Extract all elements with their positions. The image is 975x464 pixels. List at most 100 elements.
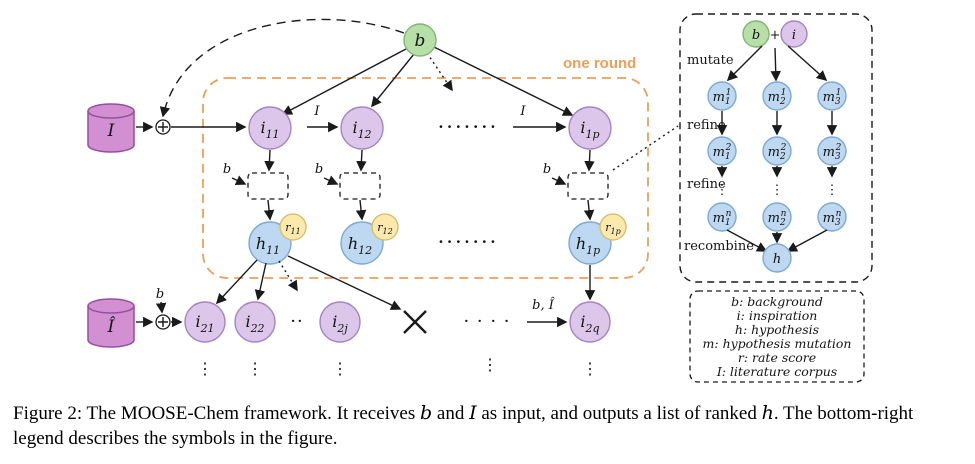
node-m3-1-label: m31 (823, 88, 842, 107)
node-m3-2-circle (817, 136, 847, 166)
caption-var-h: h (761, 402, 774, 424)
node-i2q-label: i2q (580, 312, 599, 335)
arrow-h11-to-i21 (215, 259, 258, 305)
node-h1p: r1p h1p (568, 213, 627, 265)
vdots-i2j: ⋮ (332, 359, 348, 378)
node-i22-label: i22 (245, 312, 264, 335)
row2-ellipsis: · · · · (463, 311, 510, 332)
node-m2-2-circle (762, 136, 792, 166)
detail-i-label: i (792, 28, 796, 43)
arrow-bi-to-m2 (770, 47, 781, 82)
legend-item-m: m: hypothesis mutation (703, 336, 852, 351)
node-r11-circle (279, 213, 307, 241)
node-i22-circle (234, 301, 276, 343)
node-m1-2-circle (707, 136, 737, 166)
detail-b-node: b (742, 20, 770, 48)
node-m2-1-label: m21 (768, 88, 787, 107)
step-label-refine-1: refine (687, 118, 726, 133)
node-i22: i22 (234, 301, 276, 343)
detail-vdots-3: ⋮ (826, 183, 839, 198)
node-m2-1-circle (762, 81, 792, 111)
node-h11-circle (248, 221, 292, 265)
arrow-b-to-plus2 (155, 301, 167, 314)
vdots-i2q: ⋮ (582, 359, 598, 378)
zoom-connector-line (612, 125, 679, 171)
cylinder-body (87, 111, 135, 153)
detail-b-label: b (752, 28, 760, 43)
node-m1-2-label: m12 (713, 143, 732, 162)
corpus-hat-cylinder: Î (87, 298, 135, 348)
process-box-3 (567, 172, 609, 200)
plus-node-1 (155, 119, 171, 135)
node-h12-label: h12 (348, 234, 372, 257)
cylinder-body (87, 306, 135, 348)
arrow-box2-to-h12 (355, 199, 367, 221)
node-i12-label: i12 (352, 118, 371, 141)
cylinder-top (87, 298, 135, 314)
node-h12-circle (340, 221, 384, 265)
node-i1p: i1p (568, 106, 612, 150)
b-ihat-label: b, Î (532, 297, 555, 313)
process-box-2 (339, 172, 381, 200)
node-h11-label: h11 (256, 234, 280, 257)
arrow-b-to-i11 (281, 48, 407, 115)
vdots-i21: ⋮ (197, 359, 213, 378)
process-box-1 (247, 172, 289, 200)
h-row-ellipsis: ······· (438, 230, 499, 254)
arrow-i12-to-box (356, 149, 367, 172)
corpus-hat-label: Î (107, 316, 116, 337)
detail-vdots-2: ⋮ (771, 183, 784, 198)
plus-icon (158, 317, 168, 327)
node-m3-n-label: m3n (823, 209, 842, 228)
detail-vdots-1: ⋮ (716, 183, 729, 198)
node-m1-1: m11 (707, 81, 737, 111)
node-m2-n-label: m2n (768, 209, 787, 228)
node-m3-1: m31 (817, 81, 847, 111)
b-label-box1: b (223, 162, 231, 177)
one-round-label: one round (563, 55, 636, 72)
row2-small-ellipsis: ·· (290, 311, 303, 332)
vdots-mid: ⋮ (482, 355, 498, 374)
node-i21: i21 (184, 301, 226, 343)
caption-text-2: and (432, 403, 470, 424)
step-label-refine-2: refine (687, 177, 726, 192)
node-b-circle (403, 23, 437, 57)
arrow-b-to-box2 (323, 175, 339, 186)
caption-text-1: The MOOSE-Chem framework. It receives (82, 403, 420, 424)
node-r1p-label: r1p (605, 221, 620, 236)
detail-h-label: h (773, 252, 781, 267)
arrow-box1-to-h11 (263, 199, 275, 221)
arrow-i11-to-box (264, 149, 275, 172)
node-i2q: i2q (569, 301, 611, 343)
node-i2j: i2j (319, 301, 361, 343)
node-m2-n: m2n (762, 202, 792, 232)
dashed-arrow-b-to-plus (159, 18, 405, 118)
legend-item-r: r: rate score (738, 350, 816, 365)
node-m3-2: m32 (817, 136, 847, 166)
node-i2j-label: i2j (332, 312, 348, 335)
row1-ellipsis: ······· (438, 115, 499, 139)
node-i21-label: i21 (195, 312, 214, 335)
corpus-label: I (107, 121, 115, 141)
node-m3-2-label: m32 (823, 143, 842, 162)
node-m1-1-circle (707, 81, 737, 111)
plus-icon (158, 122, 168, 132)
node-i1p-circle (568, 106, 612, 150)
detail-i-node: i (780, 20, 808, 48)
node-m1-n: m1n (707, 202, 737, 232)
b-label-plus2: b (156, 287, 164, 302)
detail-plus-sign: + (770, 28, 781, 43)
vdots-i22: ⋮ (247, 359, 263, 378)
arrow-m3n-to-h (786, 229, 828, 252)
arrow-b-to-i12 (371, 53, 415, 108)
node-m1-2: m12 (707, 136, 737, 166)
node-m1-n-circle (707, 202, 737, 232)
arrow-bi-to-m1 (726, 45, 763, 82)
node-m3-1-circle (817, 81, 847, 111)
arrow-i1p-to-box (584, 149, 595, 172)
node-i11: i11 (248, 106, 292, 150)
step-label-mutate: mutate (687, 53, 734, 68)
node-m1-n-label: m1n (713, 209, 732, 228)
node-h1p-circle (568, 221, 612, 265)
